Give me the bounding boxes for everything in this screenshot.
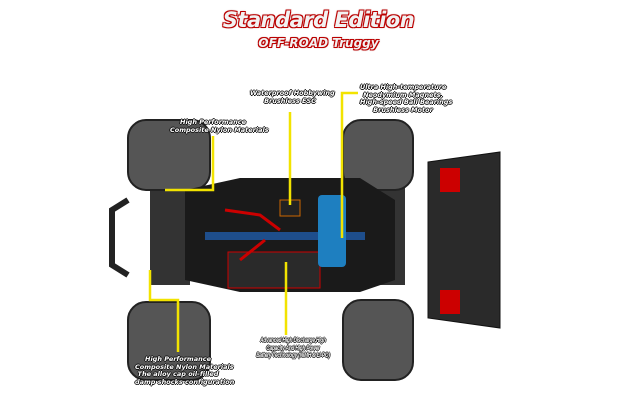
- callout-text: Waterproof Hobbywing: [250, 89, 335, 97]
- wing-logo: [440, 290, 460, 314]
- callout-text: Brushless ESC: [264, 96, 316, 105]
- tire-rear-right: [342, 299, 414, 381]
- callout-text: High-speed Ball Bearings: [360, 98, 453, 106]
- callout-text: High Performance: [145, 355, 211, 363]
- callout-text: Capacity And High Power: [266, 344, 320, 352]
- callout-line-front-arms: [165, 136, 215, 192]
- callout-text: damp shocks configuration: [135, 377, 235, 386]
- callout-text: Battery Technology (NiMH & LI-PO): [256, 352, 330, 359]
- callout-battery: Advanced High Discharge,High Capacity An…: [239, 337, 347, 360]
- model-subtitle: OFF-ROAD Truggy: [258, 36, 379, 50]
- tire-front-right: [127, 301, 211, 381]
- callout-line-rear-arms: [148, 270, 180, 352]
- edition-title: Standard Edition: [222, 8, 415, 32]
- callout-text: Advanced High Discharge,High: [260, 337, 326, 344]
- callout-motor: Ultra High-temperature Neodymium Magnets…: [360, 83, 453, 114]
- center-driveshaft: [205, 232, 365, 240]
- motor: [318, 195, 346, 267]
- rear-wing: [427, 151, 501, 329]
- callout-text: Neodymium Magnets,: [363, 90, 443, 99]
- callout-text: High Performance: [180, 118, 246, 126]
- callout-text: The alloy cap oil-filled: [137, 370, 219, 378]
- callout-text: Brushless Motor: [373, 105, 433, 114]
- callout-text: Composite Nylon Materials: [135, 362, 234, 371]
- callout-esc: Waterproof Hobbywing Brushless ESC: [250, 89, 335, 105]
- callout-rear-arms: High Performance Composite Nylon Materia…: [135, 355, 235, 386]
- wing-logo: [440, 168, 460, 192]
- front-suspension: [150, 185, 190, 285]
- wires: [224, 208, 281, 262]
- callout-front-arms: High Performance Composite Nylon Materia…: [170, 118, 269, 134]
- callout-line-motor: [340, 91, 358, 238]
- front-bumper: [109, 197, 130, 278]
- callout-text: Ultra High-temperature: [360, 83, 447, 91]
- callout-text: Composite Nylon Materials: [170, 125, 269, 134]
